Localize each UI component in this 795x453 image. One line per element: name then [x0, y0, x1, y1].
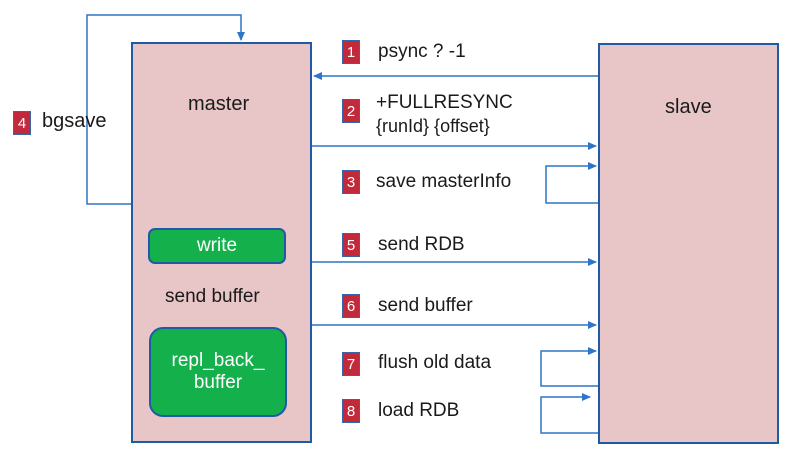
master-title: master — [188, 93, 250, 115]
step-label-bgsave: bgsave — [42, 110, 107, 132]
slave-title: slave — [665, 96, 712, 118]
step-label-save-masterinfo: save masterInfo — [376, 171, 512, 192]
write-node: write — [148, 228, 286, 264]
step-badge-7: 7 — [342, 352, 360, 376]
step-badge-8: 8 — [342, 399, 360, 423]
slave-node — [598, 43, 779, 444]
write-label: write — [196, 235, 238, 256]
step-label-load-rdb: load RDB — [378, 400, 460, 421]
step-label-send-rdb: send RDB — [378, 234, 465, 255]
step-label-psync: psync ? -1 — [378, 41, 466, 62]
save-masterinfo-loop-arrow — [545, 162, 598, 204]
send-buffer-inner-label: send buffer — [165, 286, 260, 307]
step-badge-6: 6 — [342, 294, 360, 318]
repl-back-buffer-node: repl_back_ buffer — [149, 327, 287, 417]
repl-back-buffer-label: repl_back_ buffer — [171, 350, 265, 393]
step-label-fullresync: +FULLRESYNC — [376, 92, 513, 113]
bgsave-loop-arrow — [86, 14, 245, 205]
step-label-send-buffer: send buffer — [378, 295, 473, 316]
step-label-runid-offset: {runId} {offset} — [376, 116, 490, 136]
step-badge-4: 4 — [13, 111, 31, 135]
step-badge-2: 2 — [342, 99, 360, 123]
load-rdb-loop-arrow — [540, 393, 598, 434]
flush-old-data-loop-arrow — [540, 347, 598, 387]
step-label-flush-old-data: flush old data — [378, 352, 492, 373]
step-badge-3: 3 — [342, 170, 360, 194]
step-badge-1: 1 — [342, 40, 360, 64]
step-badge-5: 5 — [342, 233, 360, 257]
